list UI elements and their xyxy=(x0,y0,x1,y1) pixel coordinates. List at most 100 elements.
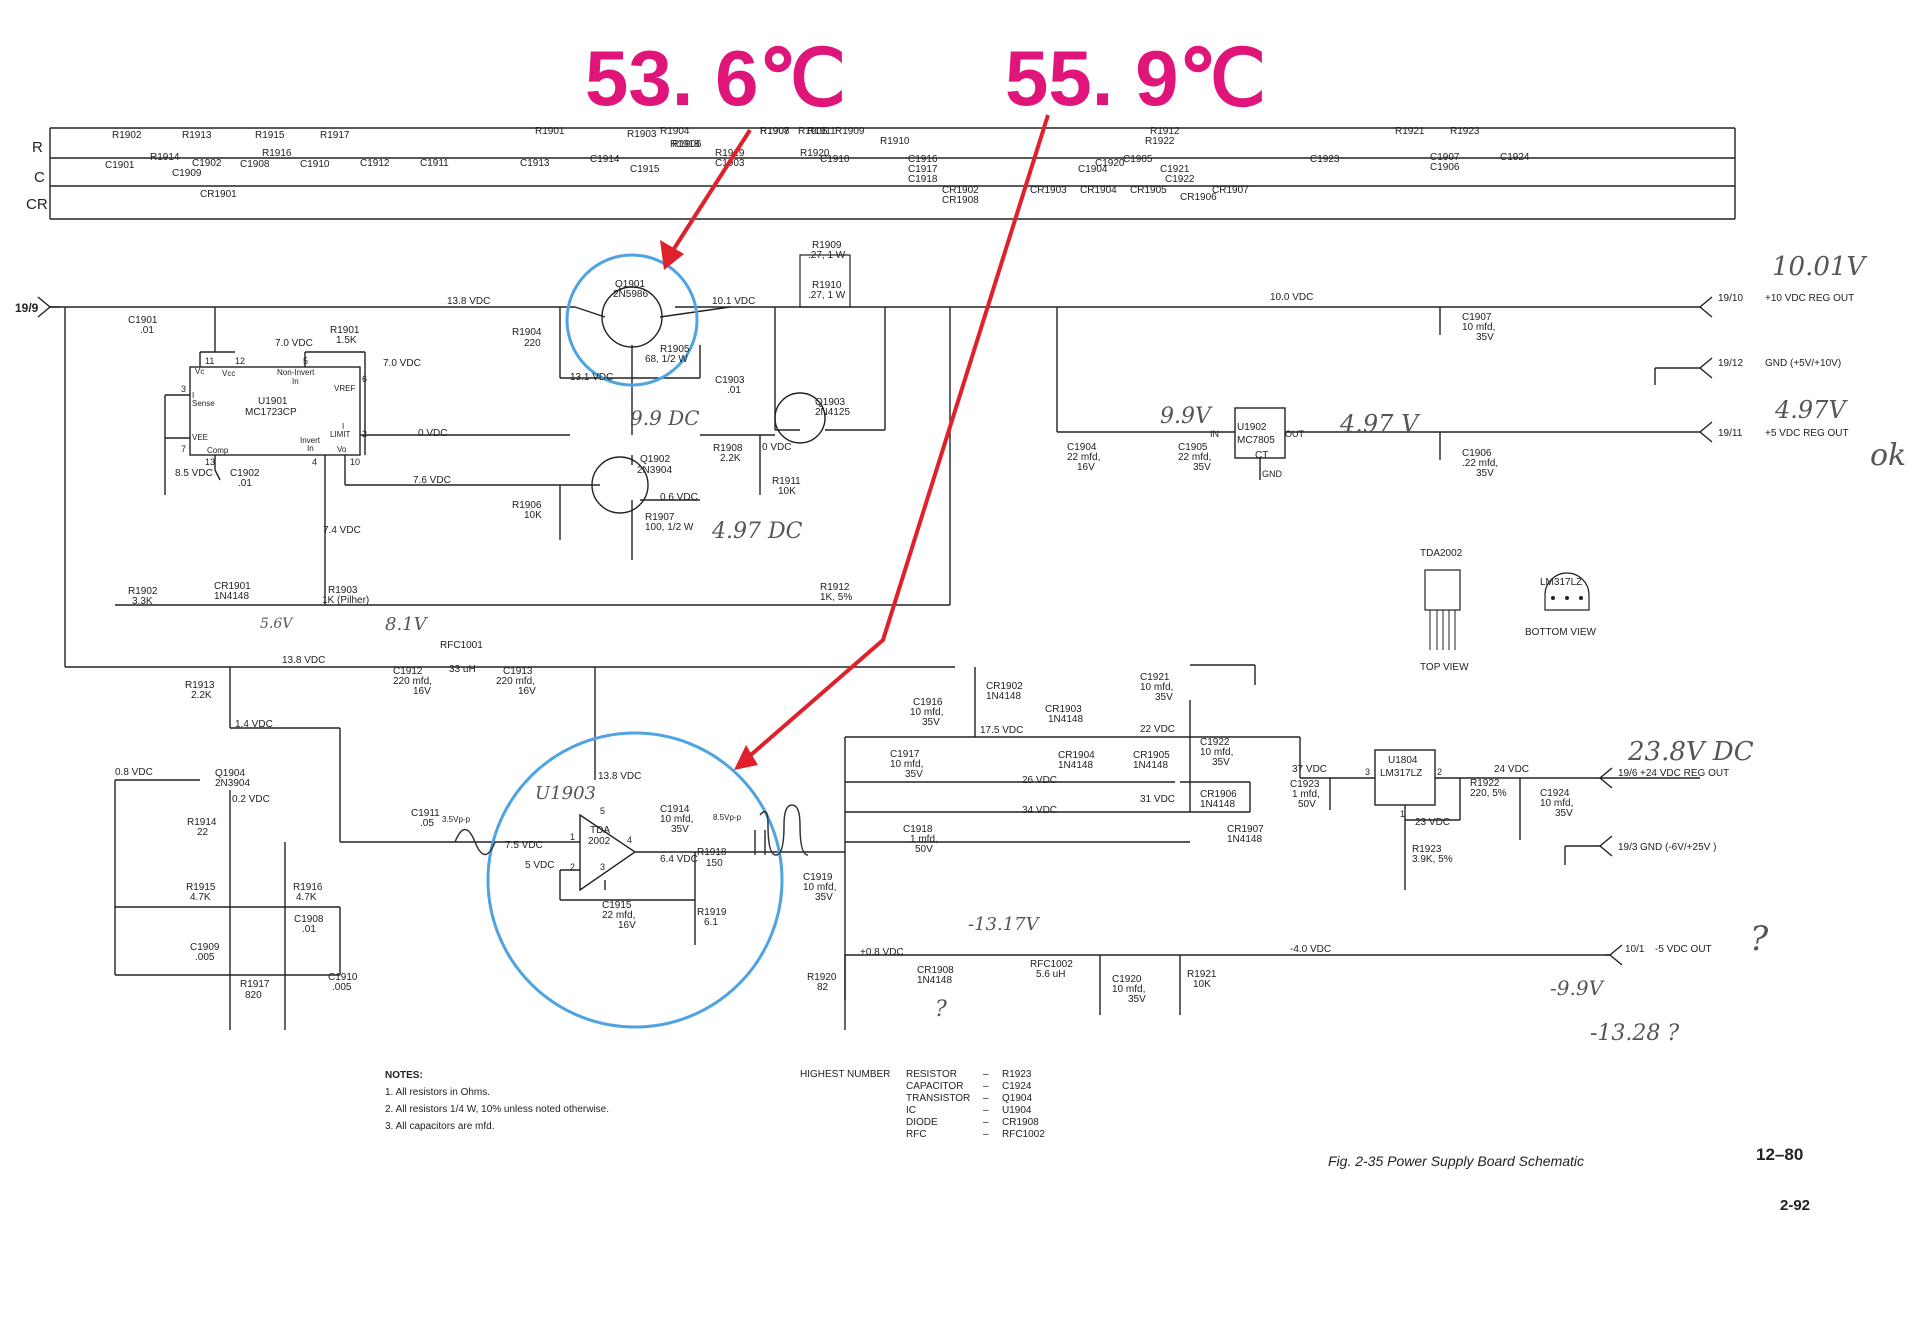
cr1907-ref: CR1907 xyxy=(1227,824,1264,835)
row-label-cr: CR xyxy=(26,196,48,213)
c1907-val: 10 mfd, xyxy=(1462,322,1495,333)
v-0: 0 VDC xyxy=(418,428,447,439)
ref-c-7: C1913 xyxy=(520,158,550,169)
amp-pin-4: 4 xyxy=(627,835,632,845)
ref-r-18: R1910 xyxy=(880,136,910,147)
highest-row-4-col-0: DIODE xyxy=(906,1117,938,1128)
amp-pin-5: 5 xyxy=(600,806,605,816)
c1908-ref: C1908 xyxy=(294,914,324,925)
ref-c-6: C1911 xyxy=(420,158,449,169)
hand-u1903: U1903 xyxy=(535,783,596,804)
c1921-volt: 35V xyxy=(1155,692,1173,703)
c1905-volt: 35V xyxy=(1193,462,1211,473)
c1910-val: .005 xyxy=(332,982,352,993)
ref-r-5: R1916 xyxy=(262,148,292,159)
cr1906-part: 1N4148 xyxy=(1200,799,1235,810)
ref-r-4: R1917 xyxy=(320,130,350,141)
rfc1001-ref: RFC1001 xyxy=(440,640,483,651)
u1804-part: LM317LZ xyxy=(1380,768,1422,779)
highest-row-1-col-2: C1924 xyxy=(1002,1081,1032,1092)
connector-10-1: 10/1 xyxy=(1625,944,1645,955)
ref-c-15: C1904 xyxy=(1078,164,1108,175)
lm-pin-2: 2 xyxy=(1437,767,1442,777)
c1912-val: 220 mfd, xyxy=(393,676,432,687)
ref-r-7: R1903 xyxy=(627,129,657,140)
pin-noninv: Non-Invert xyxy=(277,368,315,377)
ref-c-14: C1918 xyxy=(908,174,938,185)
amp-pin-2: 2 xyxy=(570,862,575,872)
ref-c-11: C1910 xyxy=(820,154,850,165)
r1918-val: 150 xyxy=(706,858,723,869)
highest-row-2-col-2: Q1904 xyxy=(1002,1093,1032,1104)
u1902-gnd: GND xyxy=(1262,469,1283,479)
c1916-val: 10 mfd, xyxy=(910,707,943,718)
hand-question-2: ? xyxy=(935,997,947,1022)
r1905-ref: R1905 xyxy=(660,344,690,355)
hand-5-6v: 5.6V xyxy=(260,616,294,632)
c1924-ref: C1924 xyxy=(1540,788,1570,799)
ref-c-1: C1902 xyxy=(192,158,222,169)
cr1901-ref: CR1901 xyxy=(214,581,251,592)
r1922-ref: R1922 xyxy=(1470,778,1500,789)
c1922-volt: 35V xyxy=(1212,757,1230,768)
r1906-val: 10K xyxy=(524,510,542,521)
c1922-val: 10 mfd, xyxy=(1200,747,1233,758)
temperature-right: 55. 9℃ xyxy=(1005,34,1266,122)
ref-c-3: C1908 xyxy=(240,159,270,170)
c1905-ref: C1905 xyxy=(1178,442,1208,453)
v-minus-4-0: -4.0 VDC xyxy=(1290,944,1331,955)
q1901-part: 2N5986 xyxy=(613,289,648,300)
u1903-highlight-circle xyxy=(486,731,784,1029)
ref-r-8: R1904 xyxy=(660,126,690,137)
r1908-val: 2.2K xyxy=(720,453,741,464)
c1914-ref: C1914 xyxy=(660,804,690,815)
r1907-ref: R1907 xyxy=(645,512,675,523)
v-13-8-top: 13.8 VDC xyxy=(447,296,490,307)
r1920-ref: R1920 xyxy=(807,972,837,983)
amp-pin-1: 1 xyxy=(570,832,575,842)
ref-r-13: R1919 xyxy=(715,148,745,159)
c1923-val: 1 mfd, xyxy=(1292,789,1320,800)
cr1907-part: 1N4148 xyxy=(1227,834,1262,845)
connector-19-12: 19/12 xyxy=(1718,358,1743,369)
ref-r-21: R1923 xyxy=(1450,126,1480,137)
hand-minus-13-17v: -13.17V xyxy=(968,914,1041,935)
ref-c-19: C1922 xyxy=(1165,174,1195,185)
v-0b: 0 VDC xyxy=(762,442,791,453)
ref-cr-0: CR1901 xyxy=(200,189,237,200)
lm317lz-package xyxy=(1544,572,1590,611)
hand-4-97dc: 4.97 DC xyxy=(711,519,803,544)
c1910-ref: C1910 xyxy=(328,972,358,983)
rfc1002-val: 5.6 uH xyxy=(1036,969,1065,980)
hand-question-1: ? xyxy=(1750,919,1769,959)
c1917-ref: C1917 xyxy=(890,749,920,760)
r1911-val: 10K xyxy=(778,486,796,497)
pin-sense: Sense xyxy=(192,399,215,408)
arrow-to-q1901 xyxy=(660,128,752,270)
u1901-part: MC1723CP xyxy=(245,407,297,418)
c1914-volt: 35V xyxy=(671,824,689,835)
v-5: 5 VDC xyxy=(525,860,554,871)
hand-10-01v: 10.01V xyxy=(1772,252,1867,282)
highest-row-5-col-0: RFC xyxy=(906,1129,927,1140)
q1904-part: 2N3904 xyxy=(215,778,250,789)
v-0-2: 0.2 VDC xyxy=(232,794,270,805)
label-10v-out: +10 VDC REG OUT xyxy=(1765,293,1854,304)
q1904-ref: Q1904 xyxy=(215,768,245,779)
c1904-ref: C1904 xyxy=(1067,442,1097,453)
r1902-ref: R1902 xyxy=(128,586,158,597)
pin-7: 7 xyxy=(181,444,186,454)
c1918-val: 1 mfd, xyxy=(910,834,938,845)
q1903-ref: Q1903 xyxy=(815,397,845,408)
hand-4-97v-b: 4.97V xyxy=(1774,396,1848,424)
highest-number-table: HIGHEST NUMBER RESISTOR–R1923CAPACITOR–C… xyxy=(800,1069,1045,1140)
c1919-volt: 35V xyxy=(815,892,833,903)
v-plus-0-8: +0.8 VDC xyxy=(860,947,904,958)
c1904-val: 22 mfd, xyxy=(1067,452,1100,463)
tda-line1: TDA xyxy=(590,825,610,836)
c1911-ref: C1911 xyxy=(411,808,440,819)
c1922-ref: C1922 xyxy=(1200,737,1230,748)
cr1905-ref: CR1905 xyxy=(1133,750,1170,761)
hand-vpp-in: 3.5Vp-p xyxy=(442,815,471,824)
